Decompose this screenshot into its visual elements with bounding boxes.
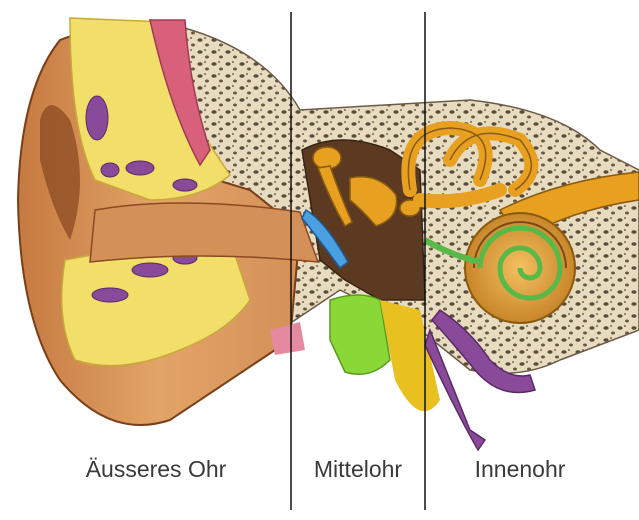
eustachian-tube [330,295,390,374]
label-middle-ear: Mittelohr [293,452,423,486]
ear-canal [90,203,318,262]
label-outer-ear: Äusseres Ohr [40,452,272,486]
label-inner-ear: Innenohr [430,452,610,486]
